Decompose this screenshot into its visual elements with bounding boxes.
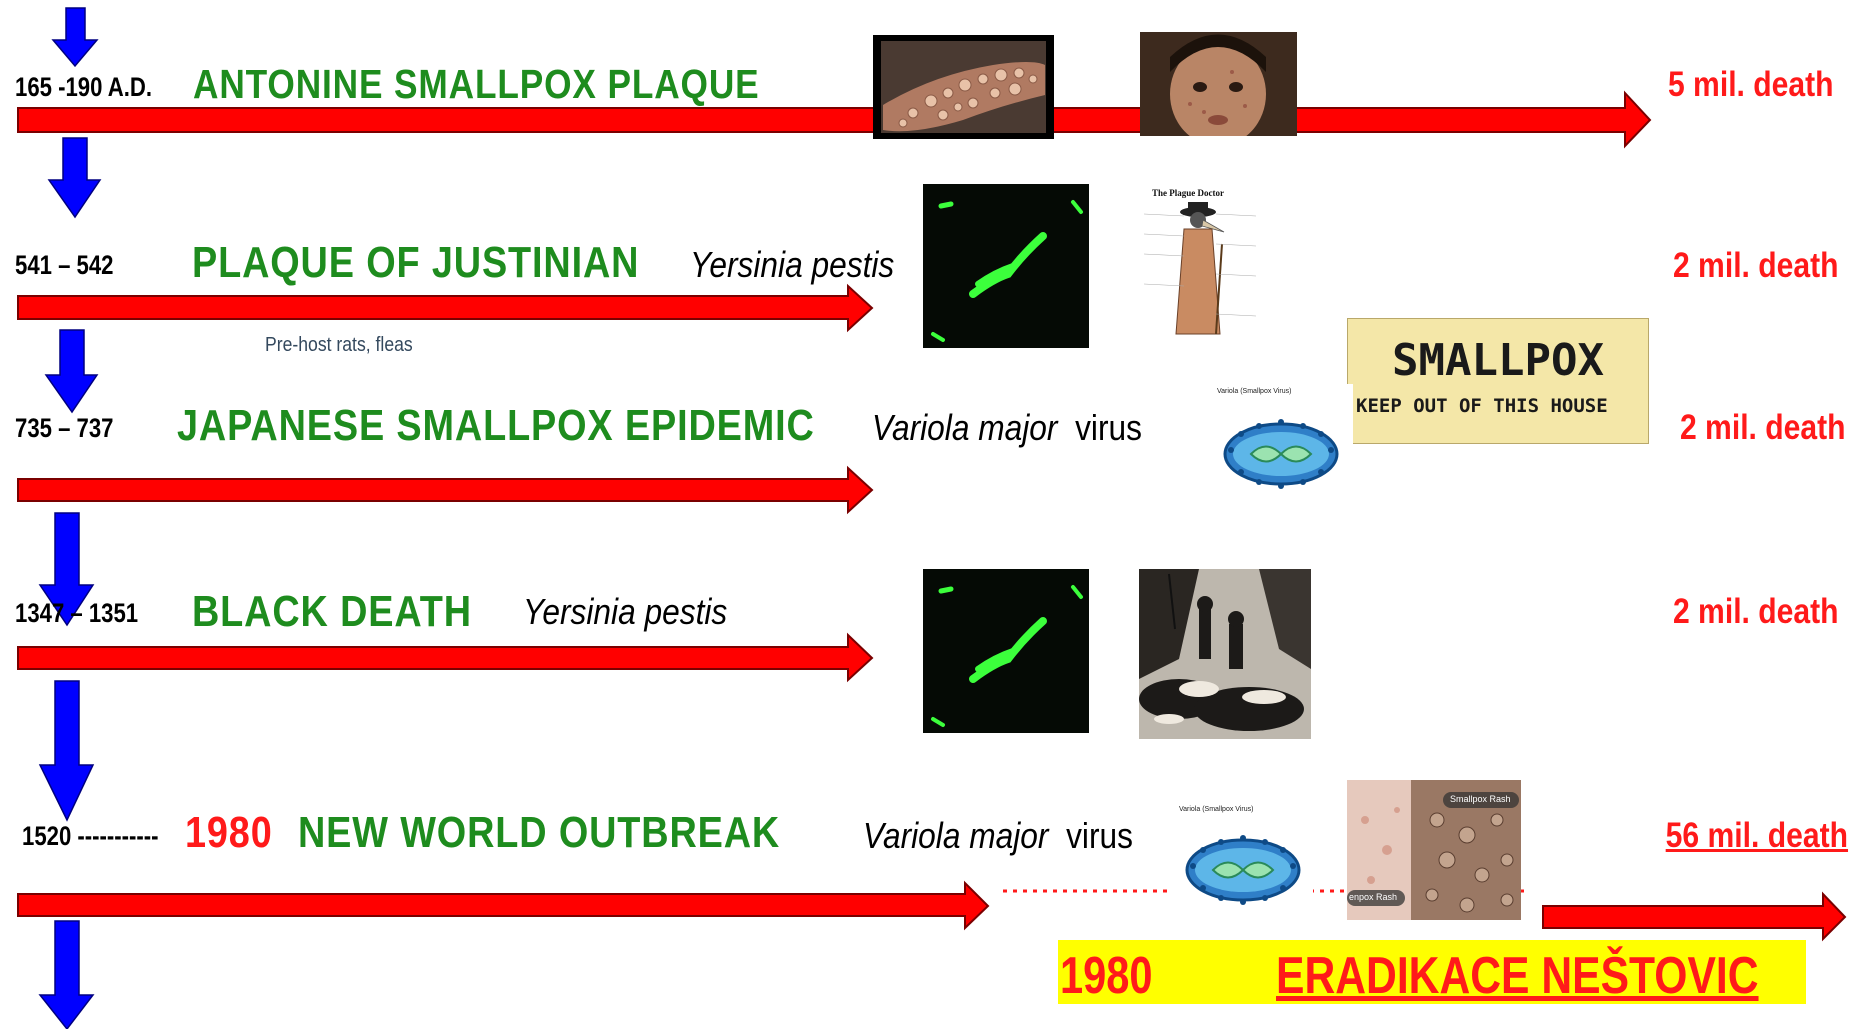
row-4-agent: Yersinia pestis: [523, 594, 727, 630]
blue-arrow-5: [40, 681, 93, 820]
variola-virus-image-2: Variola (Smallpox Virus): [1173, 800, 1313, 930]
row-3-agent-name: Variola major: [872, 407, 1057, 448]
row-1-death-toll: 5 mil. death: [1668, 67, 1834, 102]
eradication-text: ERADIKACE NEŠTOVIC: [1276, 950, 1759, 1002]
row-3-death-toll: 2 mil. death: [1680, 410, 1846, 445]
red-arrow-row-2: [18, 286, 872, 330]
row-4-death-toll: 2 mil. death: [1673, 594, 1839, 629]
row-3-title: JAPANESE SMALLPOX EPIDEMIC: [177, 404, 815, 448]
row-2-title: PLAQUE OF JUSTINIAN: [192, 241, 639, 285]
yersinia-bacteria-image-1: [923, 184, 1089, 348]
eradication-year: 1980: [1060, 950, 1153, 1002]
red-arrow-row-4: [18, 635, 872, 680]
smallpox-rash-image: Smallpox Rash enpox Rash: [1347, 780, 1521, 920]
row-5-agent-suffix: virus: [1048, 815, 1132, 856]
row-5-date: 1520 -----------: [22, 823, 159, 850]
variola-virus-image-1: Variola (Smallpox Virus): [1211, 384, 1353, 512]
smallpox-child-image: [1140, 32, 1297, 136]
rash-caption-2: enpox Rash: [1349, 893, 1397, 902]
red-arrow-row-3: [18, 468, 872, 512]
row-5-agent: Variola major virus: [863, 818, 1133, 854]
red-arrow-eradication: [1543, 894, 1845, 939]
smallpox-hand-image: [873, 35, 1054, 139]
row-1-title: ANTONINE SMALLPOX PLAQUE: [193, 64, 760, 105]
row-3-agent-suffix: virus: [1057, 407, 1141, 448]
plague-doctor-image: The Plague Doctor: [1140, 184, 1260, 348]
blue-arrow-6: [40, 921, 93, 1029]
row-5-agent-name: Variola major: [863, 815, 1048, 856]
red-arrow-row-5: [18, 883, 988, 928]
row-3-date: 735 – 737: [15, 415, 114, 442]
row-2-death-toll: 2 mil. death: [1673, 248, 1839, 283]
smallpox-poster-image: SMALLPOX KEEP OUT OF THIS HOUSE: [1347, 318, 1649, 444]
row-2-date: 541 – 542: [15, 252, 114, 279]
poster-line-2: KEEP OUT OF THIS HOUSE: [1356, 397, 1608, 416]
row-5-death-toll: 56 mil. death: [1666, 818, 1848, 853]
row-5-title-year: 1980: [185, 811, 273, 855]
row-3-agent: Variola major virus: [872, 410, 1142, 446]
poster-line-1: SMALLPOX: [1348, 339, 1648, 383]
blue-arrow-1: [53, 8, 97, 66]
rash-caption-1: Smallpox Rash: [1450, 795, 1511, 804]
blue-arrow-3: [46, 330, 97, 412]
pre-host-note: Pre-host rats, fleas: [265, 335, 413, 355]
blue-arrow-2: [49, 138, 100, 217]
row-2-agent: Yersinia pestis: [690, 247, 894, 283]
row-4-date: 1347 – 1351: [15, 600, 138, 627]
black-death-engraving-image: [1139, 569, 1311, 739]
row-1-date: 165 -190 A.D.: [15, 74, 152, 101]
yersinia-bacteria-image-2: [923, 569, 1089, 733]
row-5-title: NEW WORLD OUTBREAK: [298, 811, 780, 855]
row-4-title: BLACK DEATH: [192, 590, 472, 634]
